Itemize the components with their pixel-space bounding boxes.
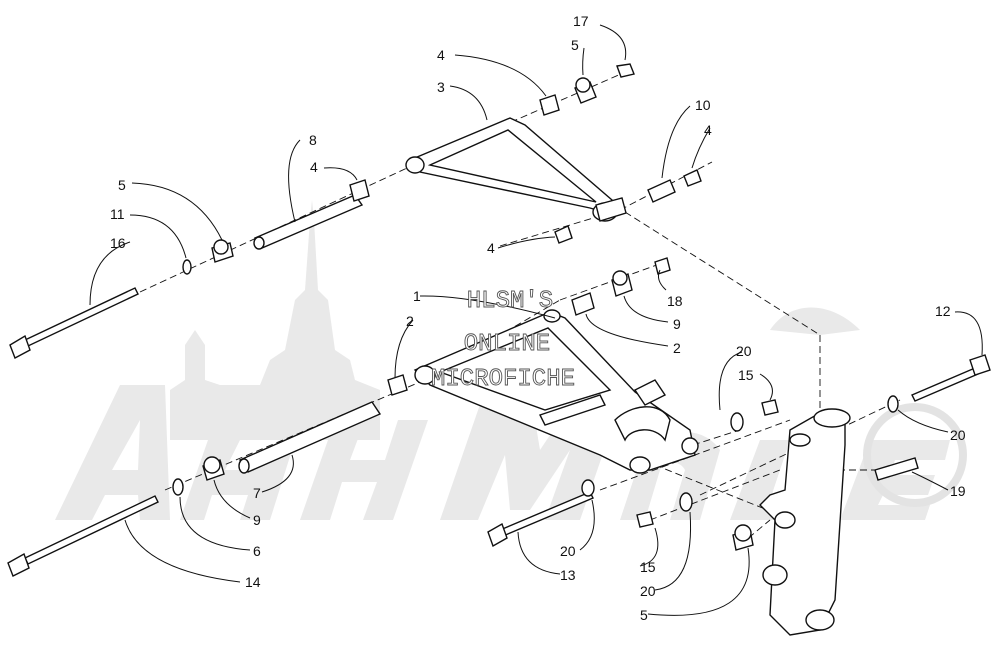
lower-a-arm — [413, 309, 699, 474]
callout-2: 2 — [406, 313, 414, 329]
watermark-line-3: MICROFICHE — [431, 366, 575, 393]
callout-9: 9 — [673, 316, 681, 332]
callout-20: 20 — [950, 427, 966, 443]
callout-14: 14 — [245, 574, 261, 590]
watermark-text: HLSM'S ONLINE MICROFICHE — [431, 288, 576, 394]
leader-lines — [89, 24, 983, 616]
callout-5: 5 — [640, 607, 648, 623]
callout-5: 5 — [118, 177, 126, 193]
callout-16: 16 — [110, 235, 126, 251]
callout-20: 20 — [736, 343, 752, 359]
callout-15: 15 — [640, 559, 656, 575]
callout-13: 13 — [560, 567, 576, 583]
spindle — [759, 408, 851, 636]
callout-7: 7 — [253, 485, 261, 501]
callout-10: 10 — [695, 97, 711, 113]
upper-a-arm — [405, 117, 627, 222]
hardware — [7, 63, 991, 577]
watermark-line-1: HLSM'S — [467, 288, 553, 315]
callout-4: 4 — [437, 47, 445, 63]
callout-8: 8 — [309, 132, 317, 148]
callout-5: 5 — [571, 37, 579, 53]
callout-19: 19 — [950, 483, 966, 499]
callout-12: 12 — [935, 303, 951, 319]
watermark-line-2: ONLINE — [464, 331, 550, 358]
callout-18: 18 — [667, 293, 683, 309]
callout-6: 6 — [253, 543, 261, 559]
callout-2: 2 — [673, 340, 681, 356]
callout-17: 17 — [573, 13, 589, 29]
callout-4: 4 — [487, 240, 495, 256]
callout-20: 20 — [640, 583, 656, 599]
callout-3: 3 — [437, 79, 445, 95]
callout-11: 11 — [110, 206, 125, 222]
callout-20: 20 — [560, 543, 576, 559]
callout-1: 1 — [413, 288, 421, 304]
callouts: 17 4 5 3 10 4 8 4 5 11 16 4 1 2 18 9 2 1… — [110, 13, 966, 623]
callout-4: 4 — [704, 122, 712, 138]
callout-9: 9 — [253, 512, 261, 528]
callout-4: 4 — [310, 159, 318, 175]
callout-15: 15 — [738, 367, 754, 383]
